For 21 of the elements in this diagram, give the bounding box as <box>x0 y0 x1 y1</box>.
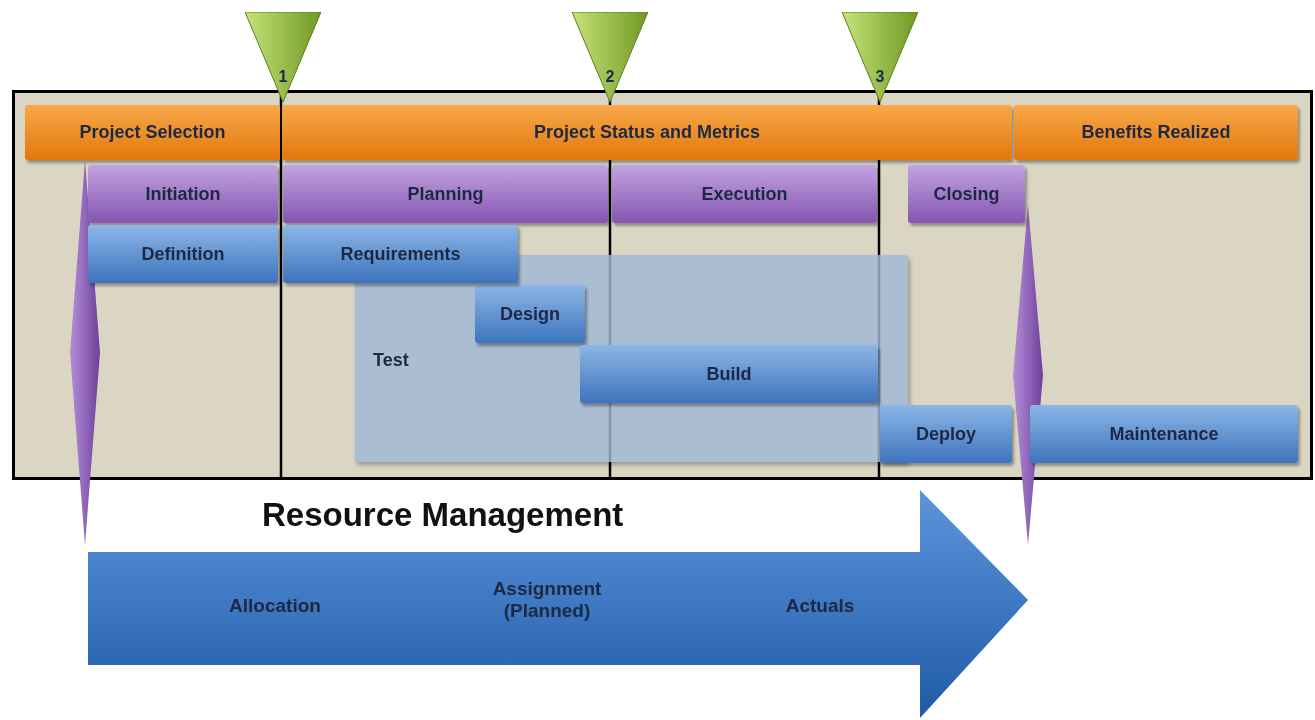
milestone-number: 2 <box>604 68 616 86</box>
milestone-number: 3 <box>874 68 886 86</box>
phase-bar: Project Status and Metrics <box>282 105 1012 160</box>
phase-bar: Maintenance <box>1030 405 1298 463</box>
phase-bar: Planning <box>283 165 608 223</box>
milestone-number: 1 <box>277 68 289 86</box>
arrow-label: Assignment (Planned) <box>491 578 603 622</box>
phase-bar: Project Selection <box>25 105 280 160</box>
phase-bar: Benefits Realized <box>1014 105 1298 160</box>
phase-label: Test <box>373 350 409 371</box>
arrow-heading: Resource Management <box>262 496 624 534</box>
phase-bar: Execution <box>612 165 877 223</box>
arrow-label: Allocation <box>229 595 321 617</box>
phase-bar: Requirements <box>283 225 518 283</box>
phase-bar: Design <box>475 285 585 343</box>
phase-bar: Closing <box>908 165 1025 223</box>
phase-bar: Initiation <box>88 165 278 223</box>
phase-bar: Build <box>580 345 878 403</box>
phase-bar: Deploy <box>880 405 1012 463</box>
phase-bar: Definition <box>88 225 278 283</box>
arrow-label: Actuals <box>785 595 855 617</box>
